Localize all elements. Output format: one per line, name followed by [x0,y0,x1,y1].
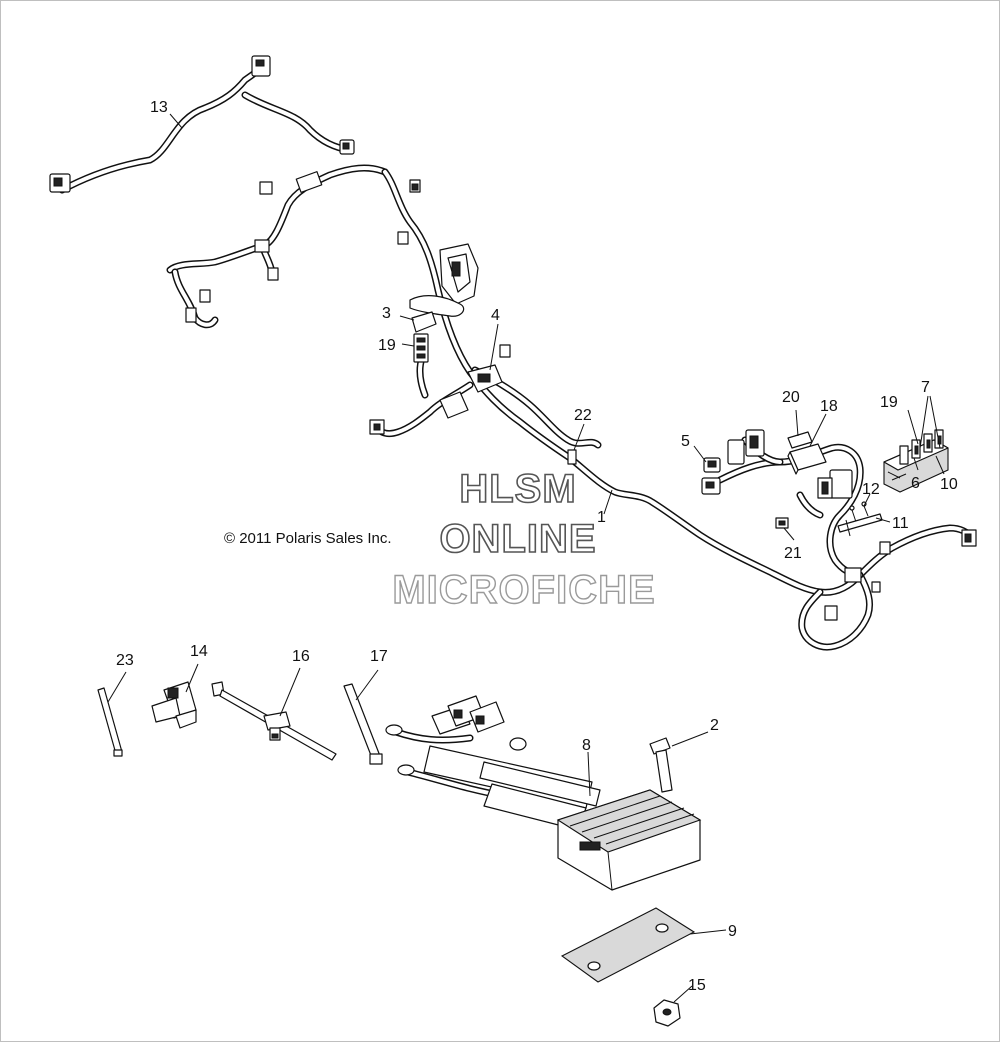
callout-21: 21 [784,545,802,562]
callout-23: 23 [116,652,134,669]
terminal-12 [849,501,869,523]
nut-15 [653,999,681,1027]
callout-4: 4 [491,307,500,324]
cable-tie-23 [97,687,123,757]
terminal-11 [837,513,883,537]
main-wiring-harness-1 [166,164,977,651]
callout-19-right: 19 [880,394,898,411]
leader-lines [107,113,945,1003]
cable-tie-16 [211,681,337,761]
callout-6: 6 [911,475,920,492]
harness-branch-13 [49,55,355,194]
connector-3 [411,311,437,333]
callout-22: 22 [574,407,592,424]
fuse-block [883,429,949,493]
callout-2: 2 [710,717,719,734]
callout-18: 18 [820,398,838,415]
callout-8: 8 [582,737,591,754]
voltage-regulator-8 [385,695,702,891]
callout-15: 15 [688,977,706,994]
callout-labels: 1 2 3 4 5 6 7 8 9 10 11 12 13 14 15 16 1… [116,99,958,994]
plate-9 [560,907,696,983]
callout-14: 14 [190,643,208,660]
callout-20: 20 [782,389,800,406]
clip-21 [775,517,789,529]
callout-9: 9 [728,923,737,940]
fuse-holder-19-left [413,333,429,363]
copyright-text: © 2011 Polaris Sales Inc. [224,530,392,547]
watermark: HLSM ONLINE MICROFICHE [392,466,656,613]
bolt-2 [649,737,673,793]
cable-tie-17 [343,683,383,765]
callout-12: 12 [862,481,880,498]
callout-5: 5 [681,433,690,450]
connector-5 [701,429,765,495]
callout-17: 17 [370,648,388,665]
callout-10: 10 [940,476,958,493]
watermark-line-1: HLSM [459,467,576,511]
watermark-line-2: ONLINE [439,517,596,561]
callout-13: 13 [150,99,168,116]
callout-7: 7 [921,379,930,396]
callout-16: 16 [292,648,310,665]
watermark-line-3: MICROFICHE [392,568,655,612]
callout-19-left: 19 [378,337,396,354]
clip-14 [151,681,197,729]
callout-11: 11 [892,515,909,532]
relay-20 [787,431,813,449]
relay-18 [787,443,827,475]
callout-3: 3 [382,305,391,322]
callout-1: 1 [597,509,606,526]
